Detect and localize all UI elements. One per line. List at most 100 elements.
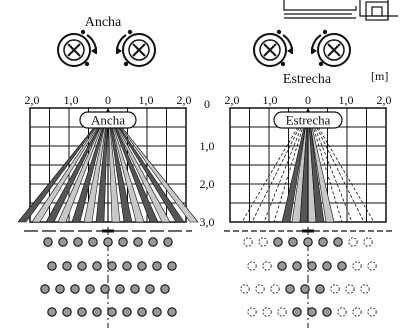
coverage-dot bbox=[337, 307, 347, 317]
coverage-dot bbox=[167, 261, 177, 271]
coverage-dot bbox=[107, 307, 117, 317]
coverage-dot bbox=[240, 284, 250, 294]
right-x-tick: 2,0 bbox=[377, 93, 392, 107]
wide-coverage-dots bbox=[40, 237, 177, 317]
coverage-dot bbox=[337, 261, 347, 271]
spray-ray bbox=[273, 109, 309, 223]
coverage-dot bbox=[322, 307, 332, 317]
spray-beam bbox=[83, 109, 109, 223]
coverage-dot bbox=[307, 307, 317, 317]
coverage-dot bbox=[345, 284, 355, 294]
right-panel-label-text: Estrecha bbox=[286, 113, 331, 128]
spray-ray bbox=[251, 109, 309, 223]
right-x-tick: 1,0 bbox=[263, 93, 278, 107]
coverage-dot bbox=[152, 307, 162, 317]
coverage-dot bbox=[88, 237, 98, 247]
spray-beam bbox=[107, 109, 145, 223]
coverage-dot bbox=[55, 284, 65, 294]
coverage-dot bbox=[70, 284, 80, 294]
left-x-tick: 2,0 bbox=[25, 93, 40, 107]
coverage-dot bbox=[367, 307, 377, 317]
spray-beam bbox=[71, 109, 109, 223]
coverage-dot bbox=[122, 307, 132, 317]
coverage-dot bbox=[167, 307, 177, 317]
right-x-tick: 2,0 bbox=[225, 93, 240, 107]
coverage-dot bbox=[92, 261, 102, 271]
spray-ray bbox=[241, 109, 309, 223]
coverage-dot bbox=[247, 261, 257, 271]
right-x-tick: 1,0 bbox=[339, 93, 354, 107]
coverage-dot bbox=[92, 307, 102, 317]
coverage-dot bbox=[255, 284, 265, 294]
spray-ray bbox=[263, 109, 309, 223]
depth-tick: 2,0 bbox=[200, 177, 215, 191]
right-panel-label: Estrecha bbox=[273, 111, 343, 129]
coverage-dot bbox=[262, 307, 272, 317]
coverage-dot bbox=[352, 307, 362, 317]
top-label: Ancha bbox=[85, 15, 122, 30]
coverage-dot bbox=[103, 237, 113, 247]
coverage-dot bbox=[330, 284, 340, 294]
coverage-dot bbox=[73, 237, 83, 247]
left-x-tick: 1,0 bbox=[139, 93, 154, 107]
coverage-dot bbox=[292, 261, 302, 271]
left-panel-label-text: Ancha bbox=[91, 113, 125, 128]
spray-beam bbox=[57, 109, 109, 223]
depth-ticks: 0 1,0 2,0 3,0 bbox=[200, 97, 215, 229]
spray-ray bbox=[307, 109, 343, 223]
coverage-dot bbox=[130, 284, 140, 294]
spray-beam bbox=[31, 109, 109, 223]
coverage-dot bbox=[318, 237, 328, 247]
coverage-dot bbox=[277, 307, 287, 317]
spray-beam bbox=[107, 109, 171, 223]
left-x-ticks: 2,0 1,0 0 1,0 2,0 bbox=[25, 93, 192, 107]
coverage-dot bbox=[40, 284, 50, 294]
coverage-dot bbox=[315, 284, 325, 294]
coverage-dot bbox=[277, 261, 287, 271]
coverage-dot bbox=[363, 237, 373, 247]
depth-tick: 0 bbox=[204, 97, 210, 111]
spray-beam bbox=[307, 109, 335, 223]
nozzle-cw-icon bbox=[253, 29, 294, 67]
coverage-dot bbox=[77, 261, 87, 271]
spray-beam bbox=[107, 109, 159, 223]
coverage-dot bbox=[300, 284, 310, 294]
spray-beam bbox=[107, 109, 133, 223]
coverage-dot bbox=[107, 261, 117, 271]
coverage-dot bbox=[47, 261, 57, 271]
coverage-dot bbox=[43, 237, 53, 247]
narrow-spray-panel bbox=[224, 107, 392, 328]
coverage-dot bbox=[322, 261, 332, 271]
depth-tick: 3,0 bbox=[200, 215, 215, 229]
spray-beam bbox=[107, 109, 199, 223]
coverage-dot bbox=[285, 284, 295, 294]
coverage-dot bbox=[118, 237, 128, 247]
left-x-tick: 0 bbox=[105, 93, 111, 107]
coverage-dot bbox=[352, 261, 362, 271]
coverage-dot bbox=[333, 237, 343, 247]
coverage-dot bbox=[160, 284, 170, 294]
left-panel-label: Ancha bbox=[79, 111, 137, 129]
bottom-label: Estrecha bbox=[283, 72, 332, 87]
coverage-dot bbox=[273, 237, 283, 247]
coverage-dot bbox=[348, 237, 358, 247]
spray-beam bbox=[281, 109, 309, 223]
coverage-dot bbox=[148, 237, 158, 247]
coverage-dot bbox=[247, 307, 257, 317]
coverage-dot bbox=[47, 307, 57, 317]
nozzle-ccw-icon bbox=[310, 29, 351, 67]
spray-beam bbox=[307, 109, 325, 223]
machine-corner-icon bbox=[283, 0, 398, 21]
coverage-dot bbox=[360, 284, 370, 294]
spray-ray bbox=[307, 109, 375, 223]
spray-beam bbox=[17, 109, 109, 223]
right-x-tick: 0 bbox=[305, 93, 311, 107]
coverage-dot bbox=[303, 237, 313, 247]
coverage-dot bbox=[58, 237, 68, 247]
spray-ray bbox=[307, 109, 365, 223]
coverage-dot bbox=[262, 261, 272, 271]
spray-beam bbox=[45, 109, 109, 223]
right-x-ticks: 2,0 1,0 0 1,0 2,0 bbox=[225, 93, 392, 107]
coverage-dot bbox=[115, 284, 125, 294]
coverage-dot bbox=[145, 284, 155, 294]
